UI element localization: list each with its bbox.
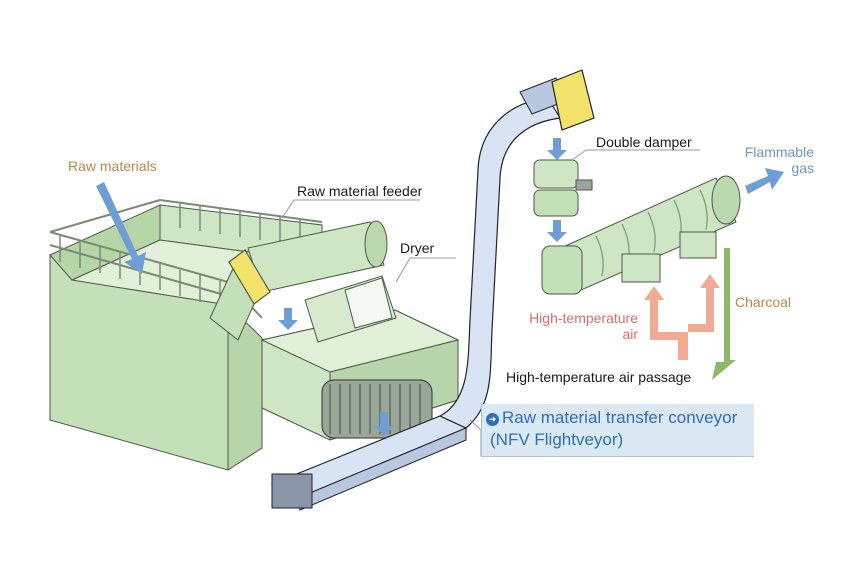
dryer-label: Dryer — [400, 240, 435, 256]
high-temp-air-line1: High-temperature — [529, 310, 638, 326]
conveyor-callout-title: Raw material transfer conveyor — [502, 408, 738, 427]
flammable-gas-line1: Flammable — [744, 144, 814, 160]
raw-materials-arrow — [96, 182, 146, 274]
flammable-gas-label: Flammable gas — [730, 144, 814, 176]
flammable-gas-line2: gas — [791, 160, 814, 176]
high-temp-air-line2: air — [622, 326, 638, 342]
high-temperature-air-arrows — [644, 274, 720, 360]
circle-arrow-icon: ➜ — [486, 413, 499, 426]
conveyor-callout-line2: (NFV Flightveyor) — [490, 430, 624, 449]
double-damper — [533, 159, 593, 217]
raw-material-feeder-label: Raw material feeder — [297, 183, 423, 199]
charcoal-label: Charcoal — [735, 294, 792, 310]
raw-material-feeder — [209, 220, 388, 341]
raw-materials-label: Raw materials — [68, 158, 157, 174]
flammable-gas-arrow — [745, 168, 784, 194]
charcoal-arrow — [712, 248, 736, 380]
conveyor-callout-line1: ➜Raw material transfer conveyor — [486, 408, 737, 428]
conveyor-callout: ➜Raw material transfer conveyor (NFV Fli… — [481, 404, 754, 457]
carbonizer-kiln — [541, 175, 741, 295]
feed-arrows — [278, 138, 567, 436]
high-temperature-air-passage-label: High-temperature air passage — [506, 369, 692, 385]
flightveyor-conveyor — [270, 69, 595, 511]
double-damper-label: Double damper — [596, 134, 692, 150]
high-temperature-air-label: High-temperature air — [510, 310, 638, 342]
dryer — [260, 275, 460, 441]
